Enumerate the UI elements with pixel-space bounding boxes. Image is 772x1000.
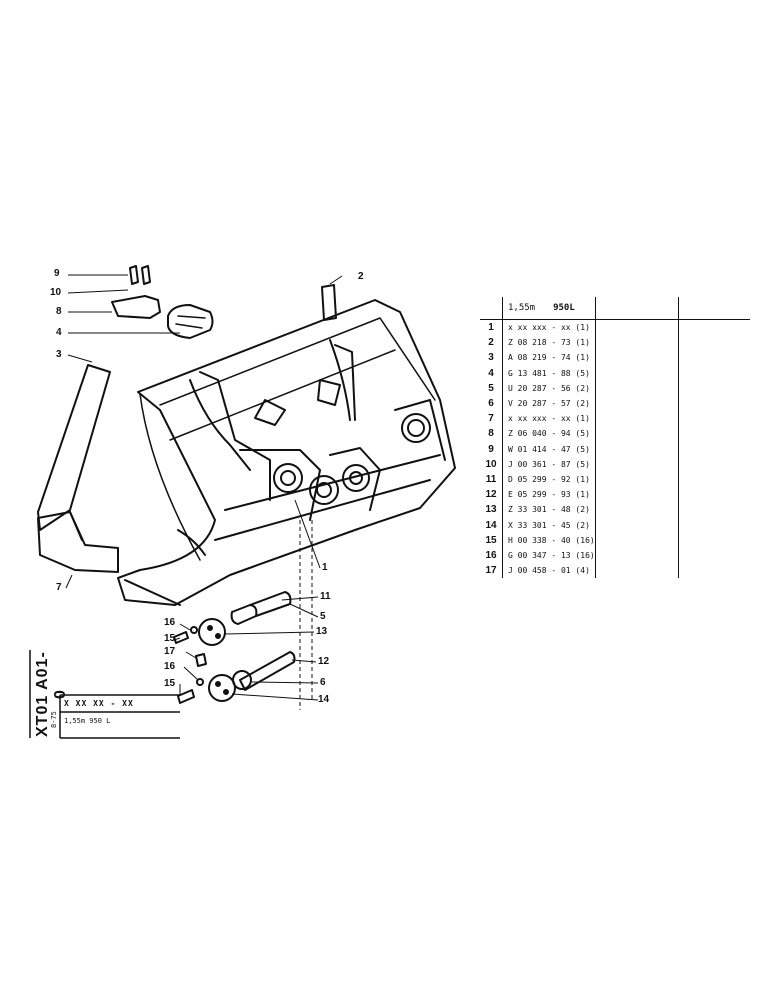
callout-13: 13	[316, 626, 328, 637]
callout-15-a: 15	[164, 633, 176, 644]
part-17-grease	[195, 653, 207, 667]
pivot-boss-far	[401, 413, 431, 443]
part-8-adapter	[111, 295, 161, 319]
callout-17: 17	[164, 646, 176, 657]
pivot-boss-left	[273, 463, 303, 493]
header-model: 950L	[553, 303, 575, 313]
callout-6: 6	[320, 677, 326, 688]
title-block-frame	[29, 650, 180, 739]
part-16-washer-a	[190, 626, 198, 634]
part-7-side	[37, 511, 119, 573]
callout-5: 5	[320, 611, 326, 622]
callout-3: 3	[56, 349, 62, 360]
callout-9: 9	[54, 268, 60, 279]
callout-7: 7	[56, 582, 62, 593]
title-block-part-code: X XX XX - XX	[64, 699, 134, 708]
part-14-plate	[208, 674, 236, 702]
callout-12: 12	[318, 656, 330, 667]
callout-16-a: 16	[164, 617, 176, 628]
pivot-boss-center	[309, 475, 339, 505]
callout-2: 2	[358, 271, 364, 282]
callout-16-b: 16	[164, 661, 176, 672]
document-date: 8-75	[50, 711, 58, 729]
part-15-bolt-b	[177, 689, 195, 704]
callout-8: 8	[56, 306, 62, 317]
pivot-boss-right	[342, 464, 370, 492]
part-2-bar	[321, 284, 337, 321]
part-3-edge	[37, 364, 111, 531]
title-block-model: 1,55m 950 L	[64, 717, 111, 725]
part-11-bush	[230, 604, 258, 625]
callout-15-b: 15	[164, 678, 176, 689]
part-15-bolt-a	[173, 631, 189, 644]
callout-10: 10	[50, 287, 62, 298]
callout-1: 1	[322, 562, 328, 573]
callout-4: 4	[56, 327, 62, 338]
part-12-pin	[239, 651, 296, 691]
part-13-plate	[198, 618, 226, 646]
part-16-washer-b	[196, 678, 204, 686]
part-9-pin	[129, 265, 151, 285]
callout-14: 14	[318, 694, 330, 705]
callout-11: 11	[320, 591, 331, 602]
bucket-body	[117, 299, 456, 606]
parts-table-header: 1,55m 950L	[480, 297, 750, 320]
header-size: 1,55m	[508, 303, 536, 313]
